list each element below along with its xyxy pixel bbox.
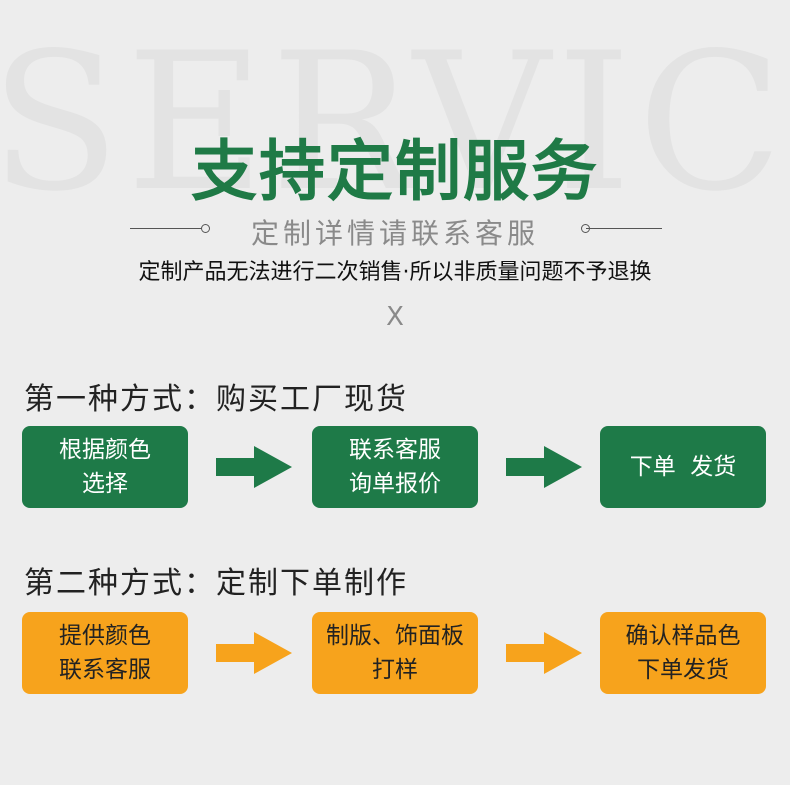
section2-step2-box: 制版、饰面板 打样 — [312, 612, 478, 694]
step-line1: 根据颜色 — [59, 437, 151, 463]
step-line1: 制版、饰面板 — [326, 623, 464, 649]
divider-line-left — [130, 228, 206, 229]
arrow-right-icon — [216, 446, 292, 488]
arrow-right-icon — [506, 632, 582, 674]
section1-heading: 第一种方式：购买工厂现货 — [24, 382, 408, 417]
step-line1: 提供颜色 — [59, 623, 151, 649]
subtitle-row: 定制详情请联系客服 — [0, 212, 790, 250]
step-line1: 联系客服 — [349, 437, 441, 463]
section2-step3-box: 确认样品色 下单发货 — [600, 612, 766, 694]
return-policy-notice: 定制产品无法进行二次销售·所以非质量问题不予退换 — [138, 260, 652, 285]
page-title: 支持定制服务 — [191, 133, 599, 210]
section2-heading: 第二种方式：定制下单制作 — [24, 566, 408, 601]
step-line1: 下单 发货 — [629, 454, 737, 480]
divider-dot-left — [201, 224, 210, 233]
section1-step3-box: 下单 发货 — [600, 426, 766, 508]
step-line2: 联系客服 — [59, 657, 151, 683]
service-watermark: SERVICE — [0, 28, 790, 218]
step-line2: 打样 — [372, 657, 418, 683]
section1-step1-box: 根据颜色 选择 — [22, 426, 188, 508]
step-line2: 选择 — [82, 471, 128, 497]
subtitle: 定制详情请联系客服 — [250, 217, 539, 250]
arrow-right-icon — [216, 632, 292, 674]
step-line1: 确认样品色 — [625, 623, 741, 649]
section2-step1-box: 提供颜色 联系客服 — [22, 612, 188, 694]
divider-line-right — [586, 228, 662, 229]
arrow-right-icon — [506, 446, 582, 488]
step-line2: 询单报价 — [349, 471, 441, 497]
section1-step2-box: 联系客服 询单报价 — [312, 426, 478, 508]
separator-x: X — [386, 302, 404, 332]
step-line2: 下单发货 — [637, 657, 729, 683]
